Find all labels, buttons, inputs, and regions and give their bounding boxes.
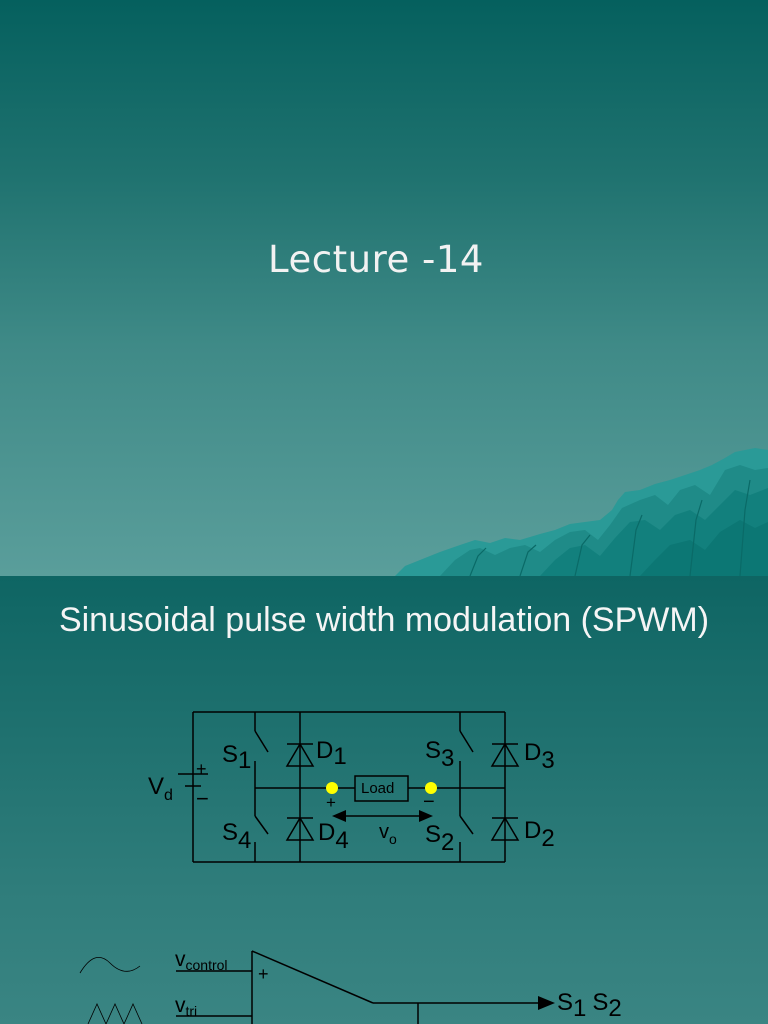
s1-label: S1 xyxy=(222,741,251,774)
mountain-illustration xyxy=(395,448,768,576)
s2-label: S2 xyxy=(425,821,454,856)
lecture-title: Lecture -14 xyxy=(268,238,484,281)
battery-minus: − xyxy=(196,786,209,811)
d2-label: D2 xyxy=(524,817,555,852)
s3-label: S3 xyxy=(425,737,454,772)
load-plus-label: + xyxy=(326,793,336,812)
vo-arrow-right xyxy=(419,810,433,822)
output-arrow xyxy=(538,996,555,1010)
diode-symbols xyxy=(285,742,520,841)
d4-label: D4 xyxy=(318,819,349,854)
d3-label: D3 xyxy=(524,739,555,774)
load-box xyxy=(354,775,409,802)
vtri-label: vtri xyxy=(175,994,197,1019)
spwm-slide: Sinusoidal pulse width modulation (SPWM) xyxy=(0,576,768,1024)
title-slide: Lecture -14 xyxy=(0,0,768,576)
load-label: Load xyxy=(361,780,394,797)
battery-plus: + xyxy=(196,759,207,779)
sine-wave-icon xyxy=(79,956,141,974)
d1-label: D1 xyxy=(316,737,347,770)
load-terminal-positive xyxy=(326,782,338,794)
comparator-wiring xyxy=(176,950,540,1024)
inverter-diagram: Vd + − S1 D1 S3 D3 S4 D4 S2 D2 Load + − … xyxy=(79,711,622,1024)
slide-title: Sinusoidal pulse width modulation (SPWM) xyxy=(58,601,710,639)
comparator-plus: + xyxy=(258,964,269,984)
vcontrol-label: vcontrol xyxy=(175,948,228,973)
s4-label: S4 xyxy=(222,819,251,854)
load-minus-label: − xyxy=(423,791,435,813)
load-terminal-negative xyxy=(425,782,437,794)
vo-arrow-left xyxy=(332,810,346,822)
vo-label: vo xyxy=(379,821,397,847)
triangle-wave-icon xyxy=(87,1003,143,1024)
vd-label: Vd xyxy=(148,773,173,804)
circuit-wiring xyxy=(178,711,506,863)
